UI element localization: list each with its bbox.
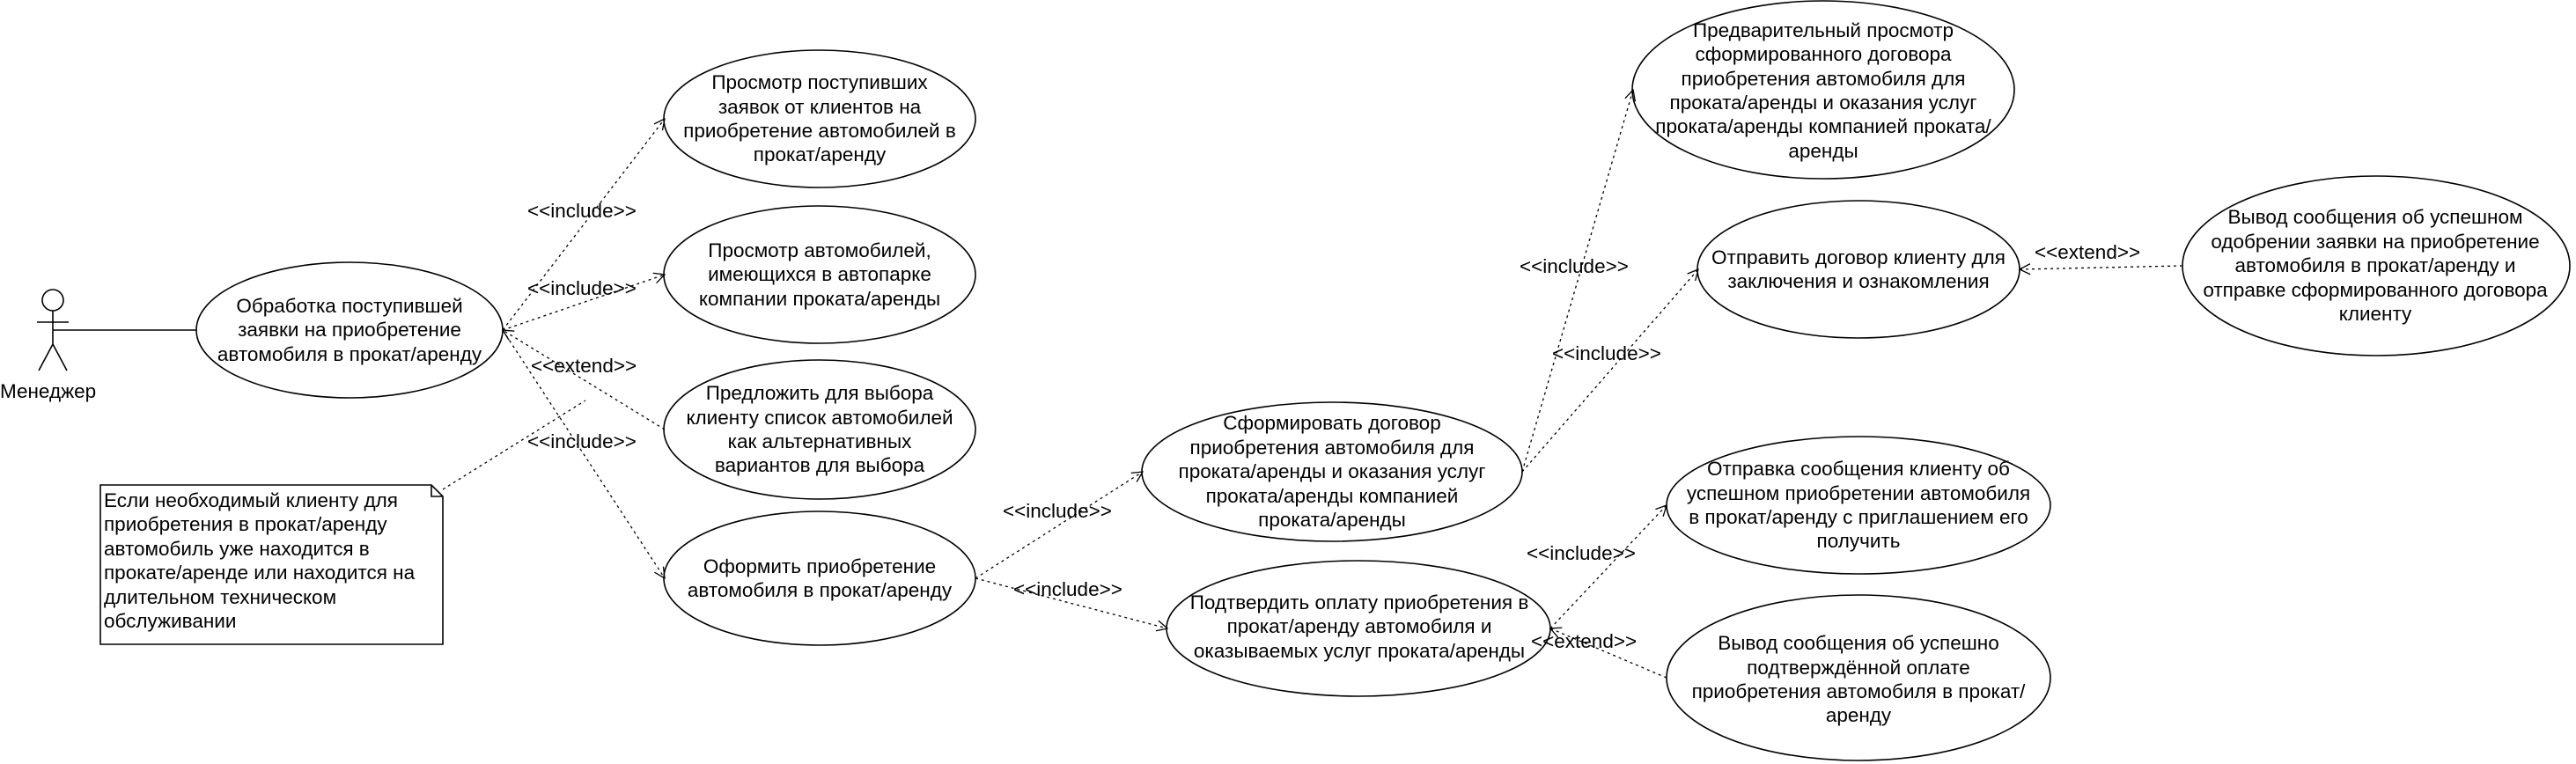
use-case-approval-message-label: Вывод сообщения об успешном одобрении за… <box>2203 206 2548 326</box>
include-line-confirm-payment <box>975 577 1167 628</box>
actor-name-label: Менеджер <box>0 380 97 402</box>
include-line-view-cars <box>502 275 665 331</box>
extend-line-offer-alternatives <box>503 330 666 430</box>
use-case-main-label: Обработка поступившей заявки на приобрет… <box>217 294 482 365</box>
include-line-send-contract <box>1521 269 1698 473</box>
use-case-view-cars-label: Просмотр автомобилей, имеющихся в автопа… <box>698 239 941 310</box>
extend-label-payment-message: <<extend>> <box>1531 630 1638 652</box>
note-shape <box>99 484 444 645</box>
include-label-preview-contract: <<include>> <box>1520 255 1629 277</box>
include-label-confirm-payment: <<include>> <box>1013 578 1122 600</box>
include-label-form-contract: <<include>> <box>1003 500 1112 522</box>
extend-label-offer-alternatives: <<extend>> <box>531 355 637 377</box>
include-line-view-requests <box>502 119 665 331</box>
include-label-send-contract: <<include>> <box>1552 342 1661 364</box>
use-case-preview-contract-label: Предварительный просмотр сформированного… <box>1655 18 1991 162</box>
include-label-process-purchase: <<include>> <box>527 430 637 452</box>
note-text: Если необходимый клиенту для приобретени… <box>104 489 416 633</box>
extend-label-approval-message: <<extend>> <box>2035 241 2141 263</box>
use-case-send-success-message-label: Отправка сообщения клиенту об успешном п… <box>1686 458 2031 553</box>
actor-manager-figure <box>37 289 69 371</box>
include-line-process-purchase <box>502 329 665 578</box>
use-case-form-contract-label: Сформировать договор приобретения автомо… <box>1178 412 1486 532</box>
use-case-offer-alternatives-label: Предложить для выбора клиенту список авт… <box>686 382 953 477</box>
use-case-send-contract-label: Отправить договор клиенту для заключения… <box>1711 246 2006 292</box>
include-label-view-requests: <<include>> <box>527 200 637 222</box>
include-label-send-success-message: <<include>> <box>1527 542 1636 564</box>
use-case-payment-message-label: Вывод сообщения об успешно подтверждённо… <box>1691 632 2026 727</box>
use-case-confirm-payment-label: Подтвердить оплату приобретения в прокат… <box>1189 591 1529 662</box>
include-line-preview-contract <box>1521 90 1633 473</box>
include-line-form-contract <box>975 472 1143 579</box>
extend-line-approval-message <box>2020 266 2183 269</box>
include-label-view-cars: <<include>> <box>527 277 637 299</box>
include-line-send-success-message <box>1549 505 1667 629</box>
extend-line-payment-message <box>1550 628 1667 679</box>
use-case-process-purchase-label: Оформить приобретение автомобиля в прока… <box>687 555 953 601</box>
use-case-view-requests-label: Просмотр поступивших заявок от клиентов … <box>683 71 956 166</box>
